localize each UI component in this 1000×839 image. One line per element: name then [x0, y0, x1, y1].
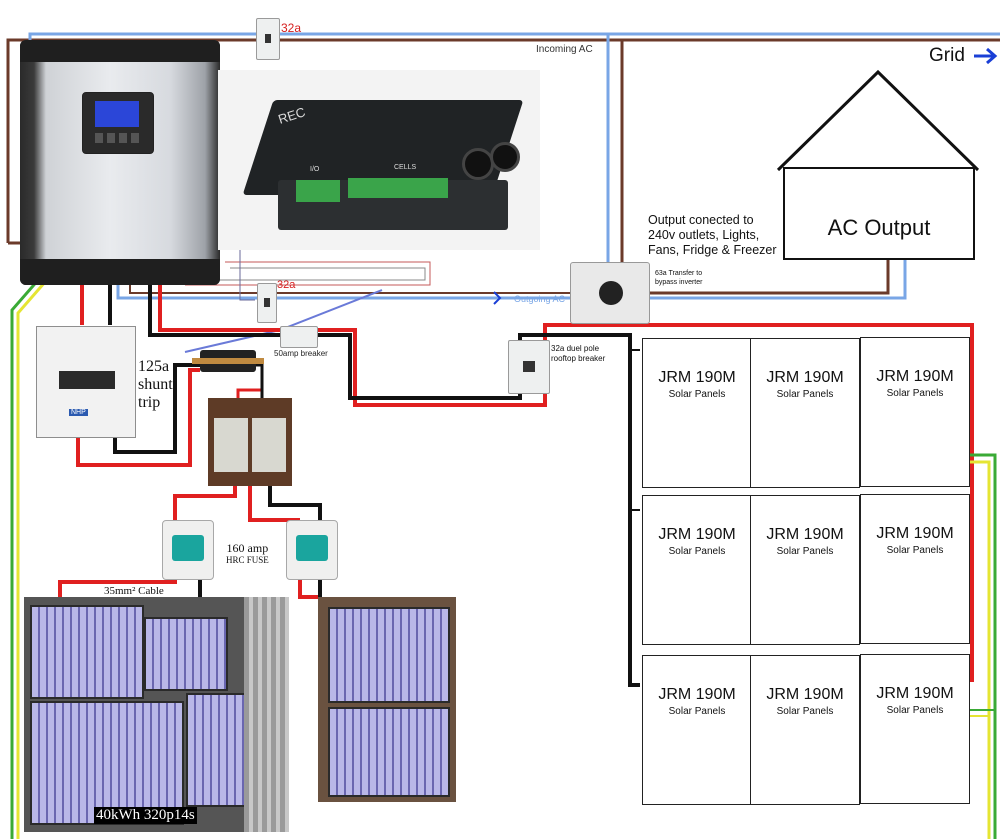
incoming-ac-label: Incoming AC — [536, 44, 593, 55]
battery-bank-photo-left: 40kWh 320p14s — [24, 597, 289, 832]
bms-io-terminal — [296, 180, 340, 202]
dc-pos-wire-pv — [158, 285, 280, 332]
hrc-fuse-label: 160 amp HRC FUSE — [226, 541, 269, 565]
bms-io-label: I/O — [310, 166, 320, 173]
hrc-fuse-right — [286, 520, 338, 580]
dc-neg-wire-fuse — [268, 486, 322, 520]
hrc-fuse-left — [162, 520, 214, 580]
rooftop-breaker-label: 32a duel pole rooftop breaker — [551, 344, 606, 363]
hybrid-inverter — [20, 40, 220, 285]
dc-neg-wire-pv — [148, 285, 280, 337]
shunt-trip-breaker: NHP — [36, 326, 136, 438]
dc-neg-wire-breaker — [113, 363, 200, 454]
rooftop-breaker — [508, 340, 550, 394]
battery-label: 40kWh 320p14s — [94, 807, 197, 824]
earth-wire-right-yellow — [968, 460, 991, 839]
ac-output-label: AC Output — [827, 215, 931, 240]
ac-live-wire-top — [6, 38, 1000, 243]
battery-bank-photo-right — [318, 597, 456, 802]
ac-live-out-wire — [129, 285, 570, 294]
bms-connector-icon — [462, 148, 494, 180]
ac-neutral-wire-out — [648, 256, 907, 300]
breaker-50a-label: 50amp breaker — [274, 349, 328, 358]
inverter-display — [82, 92, 154, 154]
rec-bms-photo: REC I/O CELLS — [218, 70, 540, 250]
dc-pos-wire-fuse — [173, 486, 237, 520]
outgoing-ac-label: Outgoing AC — [514, 294, 566, 304]
ac-breaker-top — [256, 18, 280, 60]
ac-neutral-wire-drop — [570, 34, 610, 300]
ac-output-box: AC Output — [783, 167, 975, 260]
bms-leads — [185, 261, 431, 286]
bms-cells-label: CELLS — [394, 164, 417, 171]
fuse-block — [208, 398, 292, 486]
dc-breaker-50a — [280, 326, 318, 348]
ac-live-wire-drop — [620, 40, 650, 295]
breaker-top-label: 32a — [281, 21, 302, 35]
house-roof — [776, 69, 980, 172]
outgoing-arrow-icon — [493, 291, 502, 305]
ac-live-wire-out — [648, 256, 890, 295]
bms-connector-icon — [490, 142, 520, 172]
ac-outgoing-wire — [116, 285, 570, 300]
ac-breaker-mid — [257, 283, 277, 323]
breaker-mid-label: 32a — [277, 279, 296, 291]
shunt-trip-label: 125a shunt trip — [138, 358, 173, 411]
output-description: Output conected to 240v outlets, Lights,… — [648, 213, 777, 257]
breaker-brand-label: NHP — [69, 409, 88, 416]
transfer-label: 63a Transfer to bypass inverter — [655, 270, 703, 286]
bms-cells-terminal — [348, 178, 448, 198]
grid-label: Grid — [929, 45, 965, 66]
transfer-switch — [570, 262, 650, 324]
current-shunt — [192, 350, 264, 372]
dc-pos-wire-breaker — [76, 368, 200, 467]
cable-label: 35mm² Cable — [104, 585, 164, 597]
